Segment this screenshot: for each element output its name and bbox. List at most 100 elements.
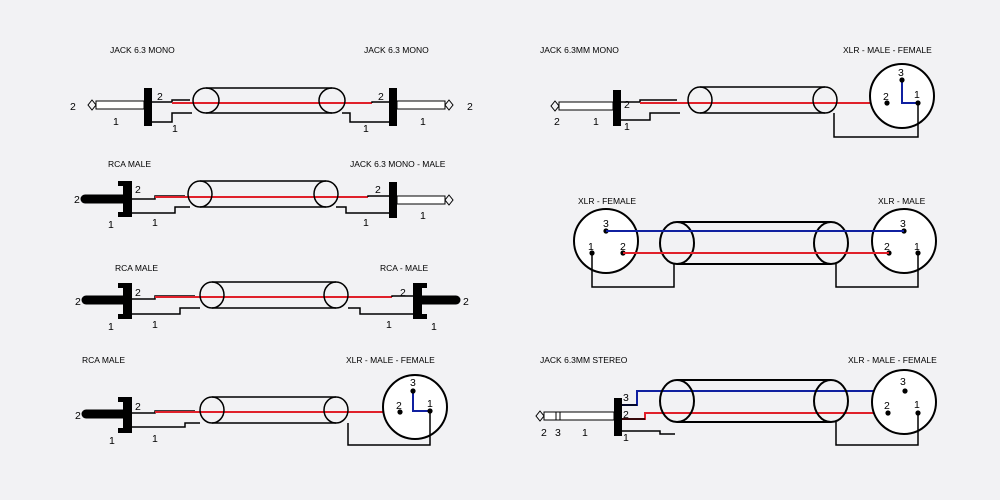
right-jack-plug bbox=[389, 182, 454, 218]
pin-label: 1 bbox=[152, 217, 158, 229]
right-connector-title: JACK 6.3 MONO bbox=[364, 45, 429, 55]
xlr-connector bbox=[871, 369, 937, 435]
signal-wire-cold bbox=[622, 390, 905, 406]
pin-label: 3 bbox=[900, 218, 906, 230]
ground-wire-xlr bbox=[835, 413, 919, 446]
right-connector-title: XLR - MALE - FEMALE bbox=[346, 355, 435, 365]
left-jack-plug bbox=[550, 90, 621, 126]
right-xlr-connector bbox=[871, 208, 937, 274]
pin-label: 3 bbox=[603, 218, 609, 230]
right-connector-title: XLR - MALE bbox=[878, 196, 926, 206]
ground-wire-xlr bbox=[833, 103, 919, 138]
ground-wire-xlr bbox=[347, 411, 431, 446]
left-connector-title: RCA MALE bbox=[115, 263, 158, 273]
xlr-connector bbox=[382, 374, 448, 440]
pin-label: 1 bbox=[420, 210, 426, 222]
pin-label: 1 bbox=[582, 427, 588, 439]
cable-shield bbox=[659, 379, 849, 423]
pin-label: 2 bbox=[135, 401, 141, 413]
jumper-wire-cold bbox=[412, 391, 430, 412]
jumper-wire-cold bbox=[901, 80, 918, 104]
cable-shield bbox=[659, 221, 849, 265]
ground-wire-left bbox=[621, 112, 680, 121]
pin-label: 2 bbox=[400, 287, 406, 299]
ground-wire-left bbox=[132, 206, 190, 214]
pin-label: 1 bbox=[386, 319, 392, 331]
pin-label: 2 bbox=[75, 296, 81, 308]
pin-label: 2 bbox=[467, 101, 473, 113]
ground-wire-right bbox=[336, 206, 389, 214]
left-rca-plug bbox=[80, 181, 132, 217]
diagram-jack-to-xlr: JACK 6.3MM MONO XLR - MALE - FEMALE 2 1 … bbox=[540, 45, 935, 138]
pin-label: 2 bbox=[883, 91, 889, 103]
pin-label: 1 bbox=[623, 432, 629, 444]
cable-shield bbox=[687, 86, 838, 114]
ground-wire-left bbox=[132, 307, 200, 315]
ground-wire-right bbox=[835, 253, 919, 288]
cable-shield bbox=[192, 87, 346, 114]
left-connector-title: JACK 6.3MM STEREO bbox=[540, 355, 628, 365]
pin-label: 2 bbox=[135, 287, 141, 299]
pin-label: 2 bbox=[463, 296, 469, 308]
pin-label: 1 bbox=[363, 123, 369, 135]
pin-label: 1 bbox=[113, 116, 119, 128]
pin-label: 2 bbox=[75, 410, 81, 422]
left-connector-title: RCA MALE bbox=[108, 159, 151, 169]
right-connector-title: RCA - MALE bbox=[380, 263, 429, 273]
diagram-xlr-to-xlr: XLR - FEMALE XLR - MALE 3 1 2 3 2 1 bbox=[573, 196, 937, 288]
pin-label: 1 bbox=[363, 217, 369, 229]
pin-label: 2 bbox=[378, 91, 384, 103]
diagram-jack-to-jack: JACK 6.3 MONO JACK 6.3 MONO 2 1 2 1 2 1 … bbox=[70, 45, 473, 135]
ground-wire-left bbox=[591, 253, 675, 288]
cable-shield bbox=[199, 281, 349, 309]
pin-label: 2 bbox=[375, 184, 381, 196]
pin-label: 2 bbox=[554, 116, 560, 128]
left-connector-title: XLR - FEMALE bbox=[578, 196, 636, 206]
pin-label: 2 bbox=[74, 194, 80, 206]
left-rca-plug bbox=[81, 283, 132, 319]
ground-wire-right bbox=[342, 112, 389, 123]
pin-label: 1 bbox=[172, 123, 178, 135]
pin-label: 3 bbox=[410, 377, 416, 389]
signal-wire-hot bbox=[622, 412, 888, 420]
diagram-rca-to-jack: RCA MALE JACK 6.3 MONO - MALE 2 1 2 1 2 bbox=[74, 159, 454, 231]
right-jack-plug bbox=[389, 88, 454, 126]
diagram-rca-to-rca: RCA MALE RCA - MALE 2 1 2 1 2 1 bbox=[75, 263, 469, 333]
left-connector-title: JACK 6.3 MONO bbox=[110, 45, 175, 55]
ground-wire-left bbox=[132, 422, 200, 428]
pin-label: 1 bbox=[593, 116, 599, 128]
right-connector-title: JACK 6.3 MONO - MALE bbox=[350, 159, 446, 169]
pin-label: 2 bbox=[623, 409, 629, 421]
ground-wire-left bbox=[622, 430, 675, 435]
left-connector-title: JACK 6.3MM MONO bbox=[540, 45, 619, 55]
pin-label: 1 bbox=[108, 219, 114, 231]
pin-label: 2 bbox=[157, 91, 163, 103]
pin-label: 1 bbox=[152, 433, 158, 445]
left-jack-plug bbox=[87, 88, 152, 126]
pin-label: 2 bbox=[135, 184, 141, 196]
pin-label: 2 bbox=[620, 241, 626, 253]
right-connector-title: XLR - MALE - FEMALE bbox=[843, 45, 932, 55]
pin-label: 2 bbox=[624, 99, 630, 111]
diagram-rca-to-xlr: RCA MALE XLR - MALE - FEMALE 2 1 2 1 bbox=[75, 355, 448, 447]
pin-label: 1 bbox=[914, 89, 920, 101]
right-rca-plug bbox=[413, 283, 461, 319]
left-connector-title: RCA MALE bbox=[82, 355, 125, 365]
pin-label: 2 bbox=[884, 241, 890, 253]
pin-label: 2 bbox=[541, 427, 547, 439]
pin-label: 2 bbox=[884, 400, 890, 412]
pin-label: 3 bbox=[898, 67, 904, 79]
cable-shield bbox=[199, 396, 349, 424]
ground-wire-left bbox=[152, 112, 192, 123]
pin-label: 1 bbox=[152, 319, 158, 331]
pin-label: 1 bbox=[431, 321, 437, 333]
left-stereo-jack-plug bbox=[535, 398, 622, 436]
pin-label: 1 bbox=[624, 121, 630, 133]
cable-shield bbox=[187, 180, 339, 208]
signal-wire-black bbox=[152, 99, 190, 103]
right-connector-title: XLR - MALE - FEMALE bbox=[848, 355, 937, 365]
left-xlr-connector bbox=[573, 208, 639, 274]
pin-label: 1 bbox=[588, 241, 594, 253]
ground-wire-right bbox=[348, 307, 413, 315]
